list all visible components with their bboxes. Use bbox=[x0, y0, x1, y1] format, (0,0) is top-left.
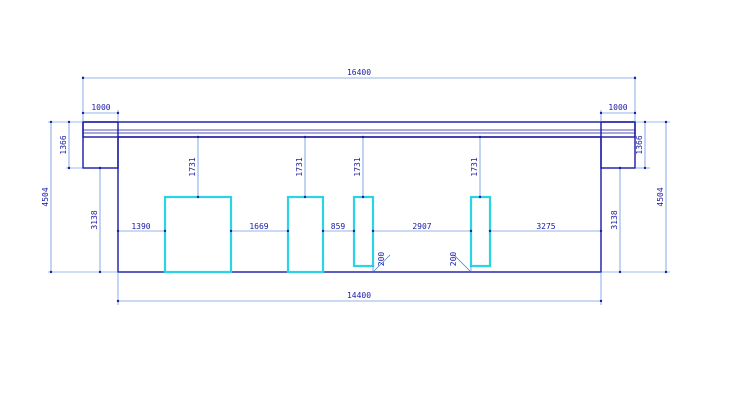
dim-horizontal-spans: 1390 1669 859 2907 3275 bbox=[116, 222, 603, 233]
dim-text-right-step-width: 1000 bbox=[608, 103, 627, 112]
dim-text-span1: 1390 bbox=[131, 222, 150, 231]
dim-left-step-width: 1000 bbox=[81, 103, 120, 122]
dim-text-opening3-height: 1731 bbox=[353, 157, 362, 176]
dim-text-right-total-height: 4504 bbox=[656, 187, 665, 206]
dim-overall-top: 16400 bbox=[81, 68, 637, 122]
dim-text-overall-bottom: 14400 bbox=[347, 291, 371, 300]
dim-opening-heights: 1731 1731 1731 1731 bbox=[188, 135, 482, 199]
opening-4 bbox=[469, 195, 492, 268]
left-step-block bbox=[82, 121, 119, 169]
building-outline bbox=[82, 121, 636, 273]
dim-text-left-step-height: 1366 bbox=[59, 135, 68, 154]
dim-text-opening1-height: 1731 bbox=[188, 157, 197, 176]
dim-text-sill-left: 200 bbox=[377, 252, 386, 267]
dim-overall-bottom: 14400 bbox=[116, 272, 603, 305]
dim-text-span5: 3275 bbox=[536, 222, 555, 231]
dim-right-step-width: 1000 bbox=[599, 103, 637, 122]
dim-text-left-wall-height: 3138 bbox=[90, 210, 99, 229]
dim-text-span4: 2907 bbox=[412, 222, 431, 231]
dim-text-left-total-height: 4504 bbox=[41, 187, 50, 206]
dim-text-left-step-width: 1000 bbox=[91, 103, 110, 112]
dim-text-overall-top: 16400 bbox=[347, 68, 371, 77]
dim-text-opening2-height: 1731 bbox=[295, 157, 304, 176]
dim-text-span3: 859 bbox=[331, 222, 346, 231]
dim-text-span2: 1669 bbox=[249, 222, 268, 231]
opening-1 bbox=[163, 195, 233, 274]
dim-text-right-step-height: 1366 bbox=[635, 135, 644, 154]
right-step-block bbox=[600, 121, 636, 169]
dim-right-verticals: 1366 4504 3138 bbox=[601, 120, 670, 274]
openings bbox=[163, 195, 492, 274]
opening-2 bbox=[286, 195, 325, 274]
dim-text-opening4-height: 1731 bbox=[470, 157, 479, 176]
dim-text-right-wall-height: 3138 bbox=[610, 210, 619, 229]
roof-band bbox=[82, 121, 636, 138]
dim-sills: 200 200 bbox=[372, 252, 472, 273]
dim-left-verticals: 4504 1366 3138 bbox=[41, 120, 118, 274]
main-wall bbox=[117, 136, 602, 273]
dim-text-sill-right: 200 bbox=[449, 252, 458, 267]
opening-3 bbox=[352, 195, 375, 268]
